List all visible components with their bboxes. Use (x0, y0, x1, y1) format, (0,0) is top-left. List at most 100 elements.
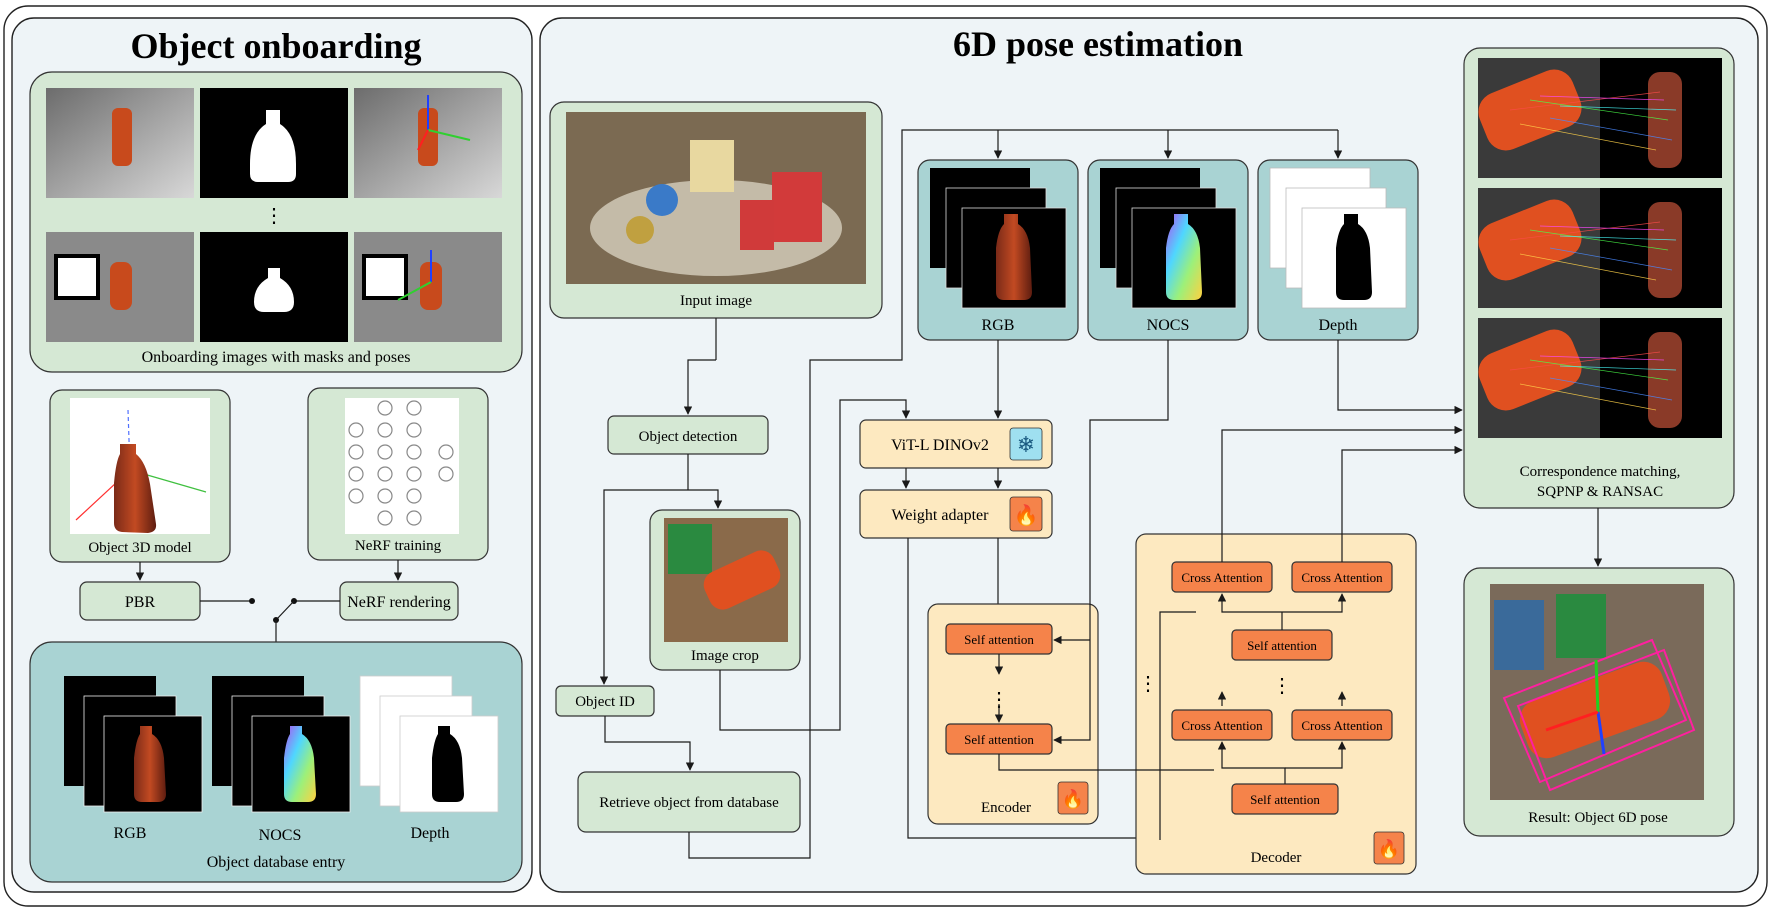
arrow-input-to-detection (683, 359, 716, 415)
snowflake-icon: ❄ (1017, 433, 1035, 458)
encoder-label: Encoder (981, 800, 1031, 816)
decoder-cross-attention-bottom-left (1171, 709, 1273, 741)
correspondence-line1: Correspondence matching, (1520, 464, 1681, 480)
decoder-ellipsis-left: ⋮ (1138, 673, 1158, 695)
db-nocs-stack (212, 676, 351, 813)
mask-shape (254, 268, 294, 312)
self-attention-label: Self attention (964, 732, 1034, 747)
cross-attention-label: Cross Attention (1181, 570, 1263, 585)
network-graphic (345, 398, 459, 534)
db-depth-stack (359, 675, 499, 813)
can-shape (668, 524, 712, 574)
self-attention-label: Self attention (1247, 638, 1317, 653)
wire-encoder-to-decoder (998, 754, 1214, 771)
nocs-stack (1100, 168, 1237, 309)
depth-stack (1269, 167, 1407, 309)
axis-line (417, 129, 429, 151)
sauce-bottle-shape (420, 262, 442, 310)
pose-bounding-box (1502, 638, 1696, 792)
sauce-bottle-shape (1519, 661, 1671, 759)
grocery-box (690, 140, 734, 192)
trainable-icon (1057, 781, 1089, 815)
vit-label: ViT-L DINOv2 (891, 437, 989, 454)
onboarding-images-caption: Onboarding images with masks and poses (142, 349, 411, 366)
sauce-bottle-shape (418, 108, 438, 166)
depth-label: Depth (1318, 317, 1357, 334)
onboarding-title: Object onboarding (130, 26, 421, 66)
axis-line (397, 281, 432, 301)
correspondence-line2: SQPNP & RANSAC (1537, 484, 1663, 500)
input-image-label: Input image (680, 293, 752, 309)
result-label: Result: Object 6D pose (1528, 810, 1668, 826)
cross-attention-label: Cross Attention (1301, 570, 1383, 585)
aruco-marker (54, 254, 100, 300)
cross-attention-label: Cross Attention (1181, 718, 1263, 733)
arrow-to-image-crop (688, 489, 723, 509)
can-shape (1494, 600, 1544, 670)
arrow-id-to-retrieve (604, 716, 695, 771)
db-caption: Object database entry (207, 854, 346, 871)
arrow-crop-to-vit (719, 399, 911, 731)
db-nocs-label: NOCS (259, 827, 302, 844)
encoder-box (927, 603, 1099, 825)
decoder-box (1135, 533, 1417, 875)
sauce-bottle-model (114, 444, 157, 533)
decoder-cross-attention-bottom-right (1291, 709, 1393, 741)
arrow-decoder-to-matching (1221, 425, 1463, 562)
switch-lever (275, 600, 295, 621)
encoder-ellipsis: ⋮ (989, 689, 1009, 711)
pbr-label: PBR (125, 594, 156, 611)
mask-shape (250, 110, 296, 182)
onboarding-image-grid: ⋮ (46, 88, 502, 342)
vit-box (859, 419, 1053, 469)
cross-attention-label: Cross Attention (1301, 718, 1383, 733)
pose-axis (1594, 659, 1600, 713)
decoder-wires (1159, 593, 1347, 840)
pose-axis (1596, 711, 1606, 755)
axis-line (427, 129, 471, 141)
nocs-label: NOCS (1147, 317, 1190, 334)
db-rgb-stack (64, 676, 203, 813)
pose-axis (1545, 710, 1599, 732)
nerf-rendering-label: NeRF rendering (347, 594, 451, 611)
object-3d-model-caption: Object 3D model (88, 540, 191, 556)
self-attention-label: Self attention (1250, 792, 1320, 807)
flame-icon: 🔥 (1378, 838, 1400, 860)
milk-box (772, 172, 822, 242)
milk-box (740, 200, 774, 250)
wire-retrieve-to-renders (688, 129, 1338, 859)
trainable-icon (1373, 831, 1405, 865)
object-id-label: Object ID (575, 694, 635, 710)
arrow-to-object-id (599, 489, 688, 685)
decoder-label: Decoder (1251, 850, 1302, 866)
arrow-nocs-to-encoder (1053, 340, 1169, 745)
weight-adapter-label: Weight adapter (892, 507, 990, 524)
sauce-bottle-shape (110, 262, 132, 310)
can-shape (1556, 594, 1606, 658)
sauce-bottle-shape (703, 550, 781, 610)
can (646, 184, 678, 216)
retrieve-label: Retrieve object from database (599, 795, 779, 811)
pose-estimation-title: 6D pose estimation (953, 24, 1243, 64)
switch-contact (249, 598, 255, 604)
arrow-depth-to-matching (1337, 340, 1463, 415)
db-rgb-label: RGB (114, 825, 147, 842)
rgb-label: RGB (982, 317, 1015, 334)
frozen-icon (1009, 427, 1043, 461)
decoder-ellipsis: ⋮ (1272, 675, 1292, 697)
can (626, 216, 654, 244)
flame-icon: 🔥 (1014, 503, 1039, 527)
aruco-marker (362, 254, 408, 300)
weight-adapter-box (859, 489, 1053, 539)
db-depth-label: Depth (410, 825, 449, 842)
image-crop-label: Image crop (691, 648, 759, 664)
correspondence-images (1478, 58, 1722, 438)
nerf-training-caption: NeRF training (355, 538, 442, 554)
network-nodes (348, 400, 454, 526)
rows-ellipsis: ⋮ (264, 205, 284, 227)
object-detection-label: Object detection (639, 429, 738, 445)
trainable-icon (1009, 496, 1043, 532)
arrow-decoder-to-matching (1341, 445, 1463, 562)
rgb-stack (930, 168, 1067, 309)
